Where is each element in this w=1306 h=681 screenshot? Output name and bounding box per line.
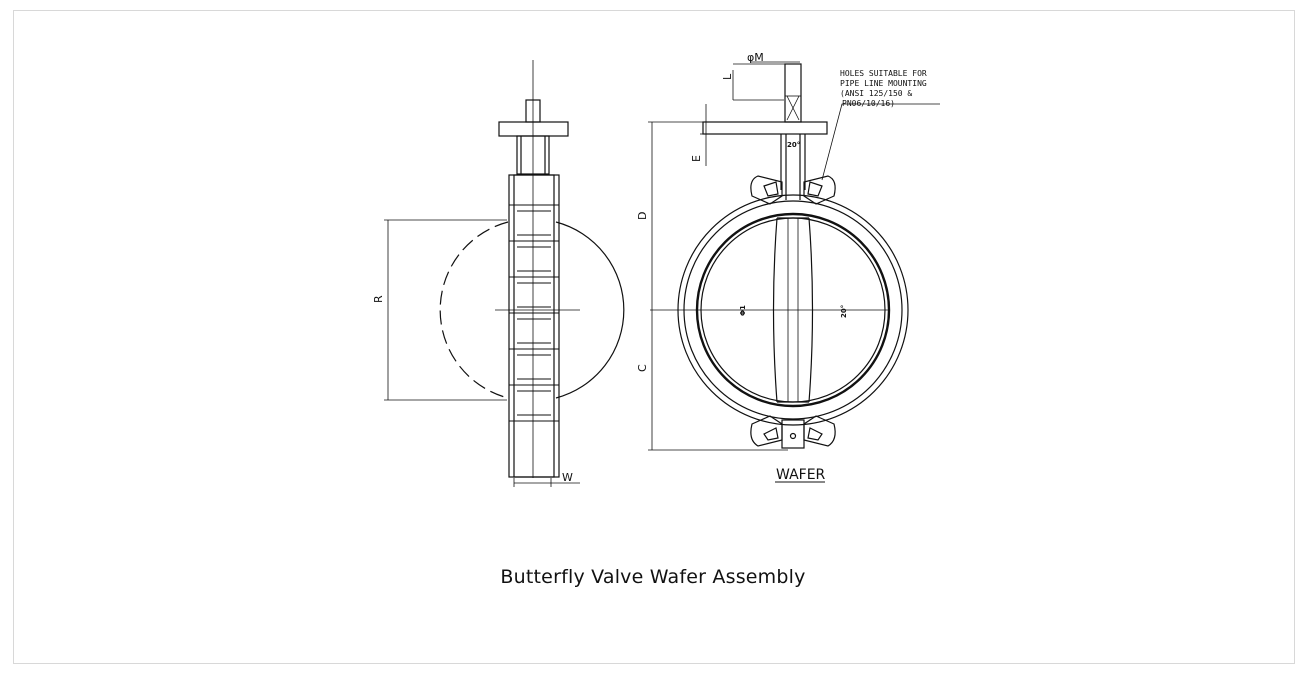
side-view xyxy=(384,60,625,487)
note-line-3: (ANSI 125/150 & xyxy=(840,89,912,98)
dim-label-c: C xyxy=(636,364,649,372)
figure-caption: Butterfly Valve Wafer Assembly xyxy=(500,566,806,588)
dim-label-phi-m: φM xyxy=(747,51,764,64)
dim-label-d: D xyxy=(636,212,649,220)
view-title-wafer: WAFER xyxy=(776,467,826,483)
dim-label-w: W xyxy=(562,471,573,484)
note-line-1: HOLES SUITABLE FOR xyxy=(840,69,927,78)
note-line-2: PIPE LINE MOUNTING xyxy=(840,79,927,88)
dim-label-r: R xyxy=(372,295,385,303)
center-mark-label: Φ1 xyxy=(739,305,747,316)
angle-label-mid: 20° xyxy=(840,305,848,318)
dim-label-l: L xyxy=(721,73,734,80)
note-line-4: PN06/10/16) xyxy=(842,99,895,108)
figure-frame xyxy=(13,10,1295,664)
front-view xyxy=(648,61,940,483)
dim-label-e: E xyxy=(690,155,703,162)
angle-label-top: 20° xyxy=(787,141,800,149)
